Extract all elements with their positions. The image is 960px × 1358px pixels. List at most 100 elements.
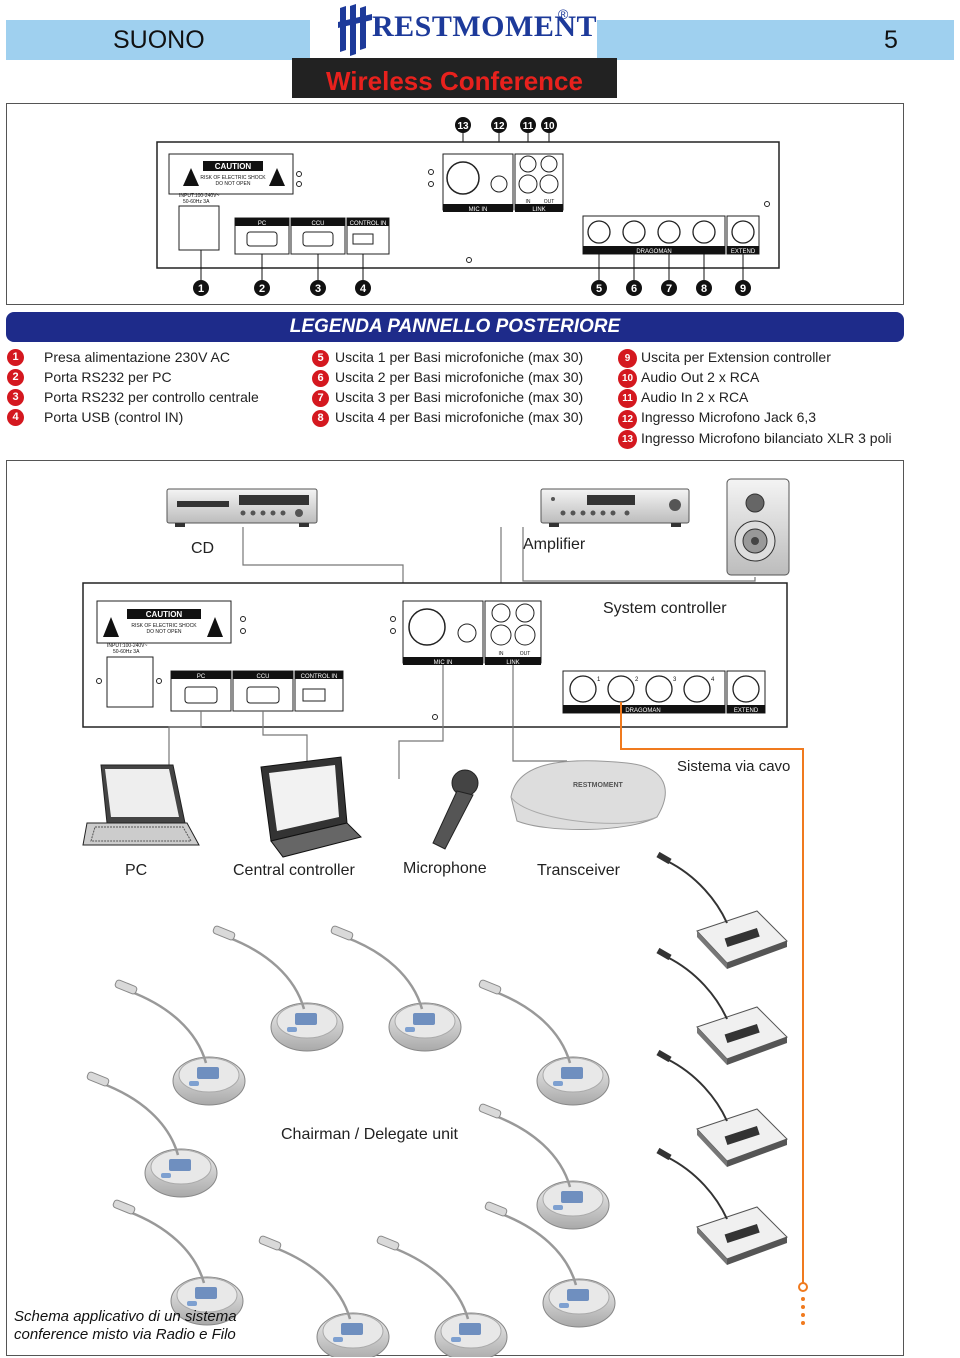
svg-text:DO NOT OPEN: DO NOT OPEN [147,629,182,635]
label-sistema-via-cavo: Sistema via cavo [677,758,790,775]
svg-text:MIC IN: MIC IN [469,207,488,213]
svg-text:CCU: CCU [257,674,270,680]
section-title: SUONO [113,26,205,54]
header-band-left [6,20,310,60]
svg-text:50-60Hz 3A: 50-60Hz 3A [113,649,140,655]
caption-line-2: conference misto via Radio e Filo [14,1326,236,1343]
handheld-microphone: Microphone [403,769,487,877]
legend-number: 9 [618,349,637,368]
callouts-bottom: 1 2 3 4 5 6 7 8 9 [193,250,751,296]
legend-text: Porta USB (control IN) [44,409,184,425]
legend-number: 11 [618,389,637,408]
svg-text:IN: IN [526,199,531,205]
label-system-controller: System controller [603,600,727,617]
svg-text:13: 13 [457,121,469,132]
svg-text:6: 6 [631,283,637,295]
logo-mark-icon [338,4,372,56]
delegate-unit [375,1233,509,1358]
svg-text:4: 4 [711,677,715,683]
legend-number: 7 [312,390,329,407]
system-controller: CAUTION RISK OF ELECTRIC SHOCK DO NOT OP… [82,582,788,728]
label-transceiver: Transceiver [537,862,621,879]
svg-text:RISK OF ELECTRIC SHOCK: RISK OF ELECTRIC SHOCK [200,175,266,181]
svg-text:DO NOT OPEN: DO NOT OPEN [216,181,251,187]
svg-text:CONTROL IN: CONTROL IN [301,674,338,680]
label-pc: PC [125,862,147,879]
amplifier: Amplifier [523,488,690,553]
svg-text:OUT: OUT [544,199,555,205]
cd-player: CD [166,488,318,557]
svg-text:RESTMOMENT: RESTMOMENT [573,782,624,789]
svg-text:3: 3 [673,677,677,683]
legend-number: 13 [618,430,637,449]
system-diagram-drawing: CD Amplifier [82,478,808,1358]
chairman-unit [655,1146,788,1266]
system-diagram: CD Amplifier [6,460,904,1358]
label-chairman-delegate: Chairman / Delegate unit [281,1126,459,1143]
legend-number: 4 [7,409,24,426]
legend-number: 2 [7,369,24,386]
header-band-right [597,20,954,60]
svg-text:DRAGOMAN: DRAGOMAN [625,708,660,714]
label-microphone: Microphone [403,860,487,877]
svg-text:CAUTION: CAUTION [146,610,183,619]
svg-text:1: 1 [198,283,204,295]
chairman-unit [655,850,788,970]
svg-text:3: 3 [315,283,321,295]
svg-text:CONTROL IN: CONTROL IN [350,221,387,227]
delegate-unit [111,1197,245,1327]
pc-laptop: PC [82,764,200,879]
svg-text:50-60Hz 3A: 50-60Hz 3A [183,199,210,205]
svg-text:4: 4 [360,283,367,295]
legend-title: LEGENDA PANNELLO POSTERIORE [289,316,621,337]
svg-text:5: 5 [596,283,602,295]
chairman-unit [655,1048,788,1168]
legend-text: Audio In 2 x RCA [641,389,749,405]
legend-number: 8 [312,410,329,427]
svg-text:INPUT:100-240V~: INPUT:100-240V~ [179,193,220,199]
brand-logo: RESTMOMENT ® [336,2,597,58]
legend-text: Ingresso Microfono bilanciato XLR 3 poli [641,430,892,446]
svg-text:CCU: CCU [312,221,325,227]
svg-text:EXTEND: EXTEND [734,708,759,714]
svg-text:7: 7 [666,283,672,295]
subtitle: Wireless Conference [326,66,583,96]
label-amplifier: Amplifier [523,536,586,553]
legend-text: Porta RS232 per PC [44,369,172,385]
legend-text: Uscita 2 per Basi microfoniche (max 30) [335,369,584,385]
svg-text:2: 2 [635,677,639,683]
svg-text:8: 8 [701,283,707,295]
delegate-unit [211,923,345,1053]
svg-text:DRAGOMAN: DRAGOMAN [636,249,671,255]
chairman-unit [655,946,788,1066]
rear-panel-figure: 13 12 11 10 CAUTION RISK OF ELECTRIC SHO… [6,103,904,305]
caption-line-1: Schema applicativo di un sistema [14,1308,237,1325]
svg-text:INPUT:100-240V~: INPUT:100-240V~ [107,643,148,649]
svg-text:IN: IN [499,651,504,657]
delegate-unit [113,977,247,1107]
brand-name: RESTMOMENT [372,10,598,43]
legend-number: 3 [7,389,24,406]
legend-title-bar: LEGENDA PANNELLO POSTERIORE [6,312,904,342]
legend-text: Ingresso Microfono Jack 6,3 [641,409,817,425]
legend-text: Uscita per Extension controller [641,349,831,365]
legend-text: Uscita 3 per Basi microfoniche (max 30) [335,389,584,405]
registered-mark: ® [558,6,569,22]
subtitle-band: Wireless Conference [292,58,617,98]
svg-text:RISK OF ELECTRIC SHOCK: RISK OF ELECTRIC SHOCK [131,623,197,629]
svg-text:CAUTION: CAUTION [215,162,252,171]
svg-text:LINK: LINK [506,660,519,666]
label-cd: CD [191,540,214,557]
svg-text:1: 1 [597,677,601,683]
svg-text:PC: PC [258,221,267,227]
svg-text:PC: PC [197,674,206,680]
svg-text:12: 12 [493,121,505,132]
delegate-unit [477,977,611,1107]
legend-number: 1 [7,349,24,366]
legend-number: 10 [618,369,637,388]
legend-number: 12 [618,410,637,429]
central-controller: Central controller [233,756,362,879]
legend-text: Uscita 4 per Basi microfoniche (max 30) [335,409,584,425]
svg-text:LINK: LINK [532,207,545,213]
delegate-unit [329,923,463,1053]
